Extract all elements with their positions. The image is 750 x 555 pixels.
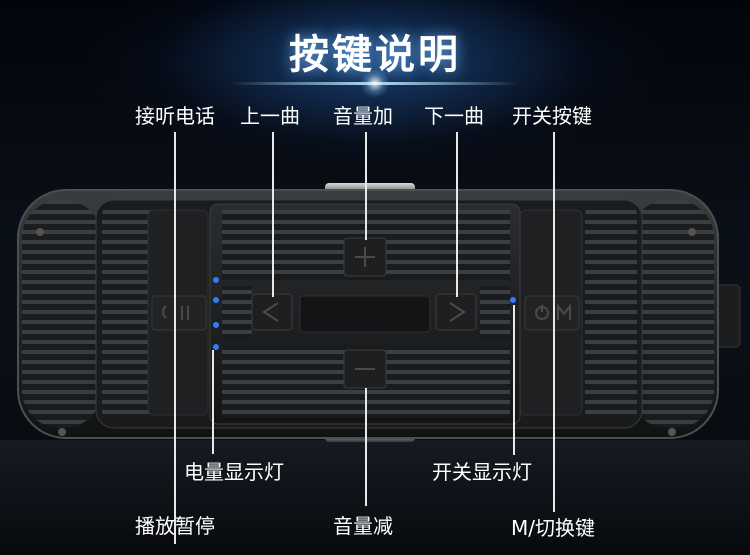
play-pause-button (151, 295, 207, 331)
label-previous-track: 上一曲 (240, 104, 300, 128)
label-battery-indicator: 电量显示灯 (184, 460, 284, 484)
battery-led-1 (213, 277, 219, 283)
callout-line-battery-indicator (212, 350, 214, 454)
label-volume-up: 音量加 (333, 104, 393, 128)
label-volume-down: 音量减 (333, 514, 393, 538)
callout-line-power-indicator (513, 305, 515, 455)
label-mode-switch: M/切换键 (511, 516, 595, 540)
power-mode-button (524, 295, 580, 331)
left-bumper (22, 200, 102, 428)
page-title: 按键说明 (289, 32, 461, 78)
previous-track-button (251, 293, 293, 331)
battery-led-2 (213, 297, 219, 303)
power-led (510, 297, 516, 303)
label-play-pause: 播放暂停 (135, 514, 215, 538)
callout-line-volume-up (365, 132, 367, 240)
battery-led-4 (213, 344, 219, 350)
callout-line-previous-track (272, 132, 274, 297)
label-next-track: 下一曲 (424, 104, 484, 128)
floor-reflection (0, 440, 750, 555)
lens-flare (360, 68, 390, 98)
callout-line-volume-down (365, 388, 367, 506)
next-track-button (435, 293, 477, 331)
callout-line-next-track (456, 132, 458, 297)
label-power-key: 开关按键 (512, 104, 592, 128)
callout-line-answer-call (174, 132, 176, 544)
battery-led-3 (213, 322, 219, 328)
right-grill (585, 205, 637, 420)
middle-bar (299, 295, 431, 333)
right-bumper (630, 200, 714, 428)
callout-line-power-key (553, 132, 555, 512)
label-power-indicator: 开关显示灯 (432, 460, 532, 484)
label-answer-call: 接听电话 (135, 104, 215, 128)
left-grill (102, 205, 152, 420)
